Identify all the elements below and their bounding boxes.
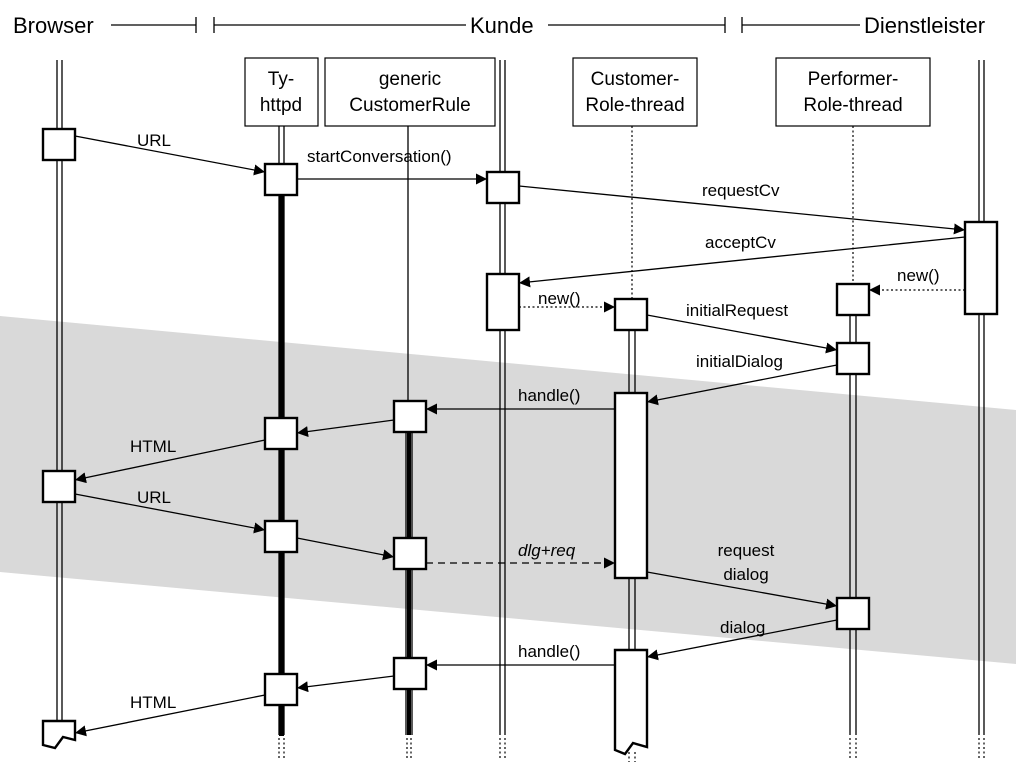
message-handle-1-label: handle() [518,386,580,405]
message-initial-dialog-label: initialDialog [696,352,783,371]
object-tyhttpd-line1: Ty- [268,69,294,90]
message-dlg-req-label: dlg+req [518,541,576,560]
message-start-conversation: startConversation() [297,147,487,185]
message-url-1-label: URL [137,131,171,150]
message-url-2: URL [74,488,266,534]
object-tyhttpd: Ty- httpd [244,57,319,127]
activation-rule-2 [392,536,428,571]
activation-performer-new [835,282,871,317]
header-separators [111,17,860,33]
activation-rule-1 [392,399,428,434]
message-accept-cv-label: acceptCv [705,233,776,252]
lifeline-tails [278,738,985,762]
message-handle-1: handle() [426,386,615,415]
activation-performer-1 [835,341,871,376]
activation-tyhttpd-1 [263,162,299,197]
message-url-1: URL [74,131,266,176]
activation-tyhttpd-3 [263,519,299,554]
activation-tyhttpd-2 [263,416,299,451]
message-new-performer-label: new() [897,266,940,285]
lifeline-browser [56,60,63,730]
header-browser: Browser [13,13,94,38]
activation-performer-2 [835,596,871,631]
message-dlg-req: dlg+req [426,541,615,569]
message-accept-cv: acceptCv [518,233,966,288]
message-html-1-label: HTML [130,437,176,456]
lifeline-performer-role-thread [849,126,857,735]
object-customer-role-thread-line2: Role-thread [585,95,684,116]
message-url-2-forward [296,537,395,561]
header-kunde: Kunde [470,13,534,38]
message-request-cv: requestCv [518,181,966,235]
activation-kunde-2 [485,272,521,332]
message-new-customer-label: new() [538,289,581,308]
object-generic-customer-rule-line2: CustomerRule [349,95,470,116]
message-handle-1-return [296,419,395,437]
shaded-band [0,316,1016,664]
activation-boxes [41,127,999,756]
message-handle-2: handle() [426,642,615,671]
object-customer-role-thread-line1: Customer- [591,69,680,90]
message-url-2-label: URL [137,488,171,507]
activation-customer-thread-end [613,648,649,756]
message-request-dialog-label-line1: request [718,541,775,560]
object-customer-role-thread: Customer- Role-thread [572,57,698,127]
message-html-2: HTML [74,693,266,737]
activation-browser-end [41,719,77,750]
activation-dienstleister [963,220,999,316]
activation-kunde-1 [485,170,521,205]
message-dialog: dialog [646,618,838,661]
message-initial-request: initialRequest [646,301,838,354]
header-dienstleister: Dienstleister [864,13,985,38]
object-performer-role-thread-line2: Role-thread [803,95,902,116]
message-request-dialog: request dialog [646,541,838,610]
object-generic-customer-rule: generic CustomerRule [324,57,496,127]
message-request-dialog-label-line2: dialog [723,565,768,584]
message-handle-2-return [296,675,395,693]
object-performer-role-thread: Performer- Role-thread [775,57,931,127]
message-start-conversation-label: startConversation() [307,147,452,166]
message-new-performer: new() [869,266,965,296]
lifeline-dienstleister [978,60,985,735]
message-new-customer: new() [519,289,615,313]
message-dialog-label: dialog [720,618,765,637]
activation-tyhttpd-4 [263,672,299,707]
object-performer-role-thread-line1: Performer- [808,69,899,90]
message-handle-2-label: handle() [518,642,580,661]
activation-customer-thread-long [613,391,649,580]
object-tyhttpd-line2: httpd [260,95,302,116]
message-initial-request-label: initialRequest [686,301,788,320]
object-generic-customer-rule-line1: generic [379,69,441,90]
message-html-1: HTML [74,437,266,484]
message-html-2-label: HTML [130,693,176,712]
message-request-cv-label: requestCv [702,181,780,200]
activation-rule-3 [392,656,428,691]
activation-browser-1 [41,127,77,162]
activation-customer-thread-new [613,297,649,332]
message-initial-dialog: initialDialog [646,352,838,406]
activation-browser-2 [41,469,77,504]
